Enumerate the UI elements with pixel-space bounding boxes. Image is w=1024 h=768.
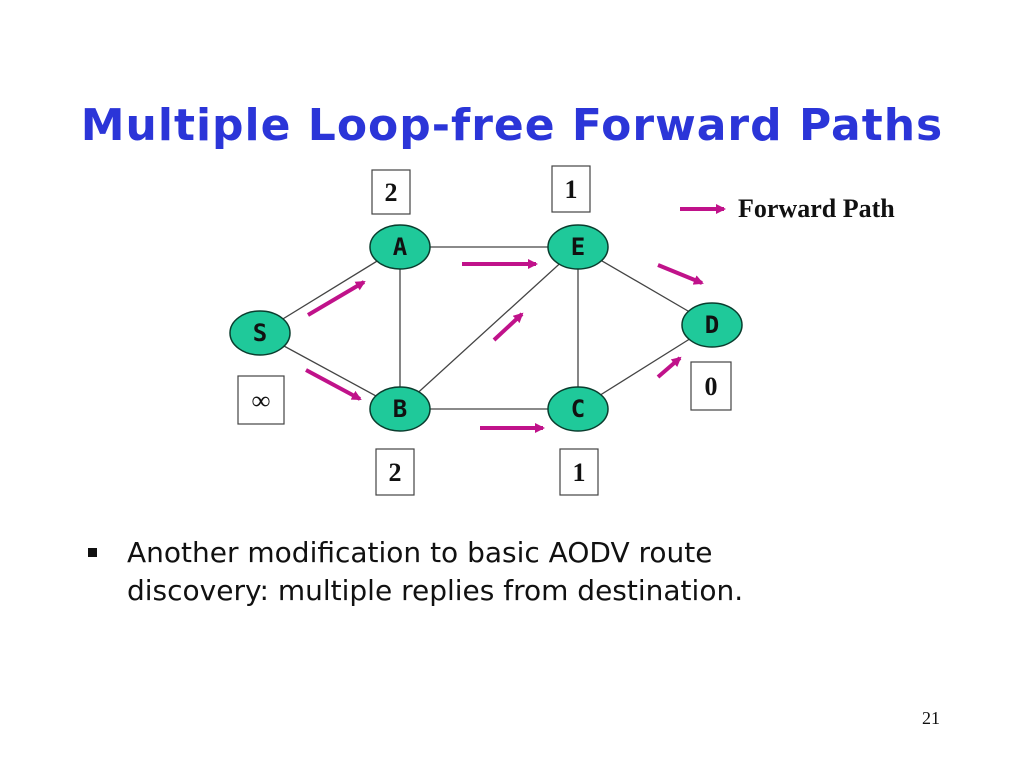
hop-count-value: 1	[573, 458, 586, 487]
hop-count-value: 1	[565, 175, 578, 204]
legend: Forward Path	[680, 194, 895, 223]
hop-count-box-b: 2	[375, 448, 415, 496]
bullet-marker	[88, 548, 97, 557]
node-c: C	[547, 386, 609, 432]
node-e: E	[547, 224, 609, 270]
forward-arrow-e-d	[657, 263, 704, 285]
node-label: D	[705, 311, 719, 339]
node-label: E	[571, 233, 585, 261]
slide-title: Multiple Loop-free Forward Paths	[80, 100, 944, 151]
node-a: A	[369, 224, 431, 270]
node-label: C	[571, 395, 585, 423]
node-label: A	[393, 233, 408, 261]
node-label: B	[393, 395, 407, 423]
node-b: B	[369, 386, 431, 432]
forward-arrow-s-a	[306, 280, 366, 317]
edge-b-e	[399, 246, 579, 410]
page-number: 21	[922, 708, 940, 728]
forward-arrow-s-b	[305, 368, 362, 401]
hop-count-value: 0	[705, 372, 718, 401]
hop-count-value: 2	[389, 458, 402, 487]
hop-count-value: ∞	[252, 386, 271, 415]
forward-arrow-c-d	[656, 356, 682, 379]
hop-count-box-s: ∞	[237, 375, 285, 425]
node-s: S	[229, 310, 291, 356]
legend-label: Forward Path	[738, 194, 895, 223]
hop-count-box-a: 2	[371, 169, 411, 215]
forward-arrow-b-e	[492, 312, 524, 342]
hop-count-value: 2	[385, 178, 398, 207]
hop-count-box-d: 0	[690, 361, 732, 411]
node-d: D	[681, 302, 743, 348]
bullet-text: Another modification to basic AODV route…	[127, 536, 744, 607]
node-label: S	[253, 319, 267, 347]
hop-count-box-c: 1	[559, 448, 599, 496]
bullet-item: Another modification to basic AODV route…	[88, 534, 888, 610]
hop-count-box-e: 1	[551, 165, 591, 213]
